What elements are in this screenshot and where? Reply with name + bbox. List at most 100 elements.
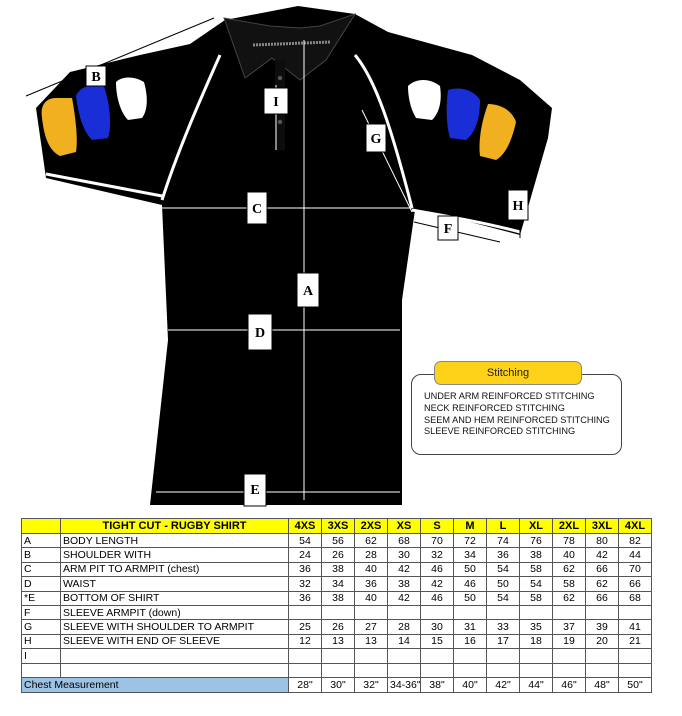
row-code: A	[21, 532, 61, 549]
row-label: WAIST	[60, 576, 289, 592]
size-value-cell: 36	[486, 547, 520, 563]
size-value-cell: 21	[618, 633, 652, 650]
size-value-cell: 41	[618, 619, 652, 635]
size-value-cell	[420, 648, 454, 664]
chest-value-cell: 28"	[288, 676, 322, 693]
size-value-cell	[387, 648, 421, 664]
size-header-l: L	[486, 518, 520, 534]
size-value-cell: 80	[585, 532, 619, 549]
size-value-cell	[453, 662, 487, 678]
size-value-cell: 56	[321, 532, 355, 549]
row-label: SLEEVE ARMPIT (down)	[60, 604, 289, 621]
stitching-item: SEEM AND HEM REINFORCED STITCHING	[424, 414, 610, 425]
table-row: I	[21, 648, 652, 664]
size-value-cell: 50	[453, 590, 487, 606]
size-value-cell: 70	[618, 561, 652, 578]
size-value-cell	[321, 604, 355, 621]
stitching-item: UNDER ARM REINFORCED STITCHING	[424, 391, 595, 401]
size-header-m: M	[453, 518, 487, 534]
svg-text:B: B	[91, 70, 100, 85]
svg-text:H: H	[513, 199, 524, 214]
size-value-cell	[585, 648, 619, 664]
size-value-cell: 33	[486, 619, 520, 635]
size-value-cell	[486, 662, 520, 678]
size-header-4xl: 4XL	[618, 518, 652, 534]
size-header-xl: XL	[519, 518, 553, 534]
size-header-4xs: 4XS	[288, 518, 322, 534]
row-label: BODY LENGTH	[60, 532, 289, 549]
row-label: SLEEVE WITH END OF SLEEVE	[60, 633, 289, 650]
size-value-cell: 28	[354, 547, 388, 563]
size-value-cell: 36	[288, 590, 322, 606]
measure-label-i: I	[263, 87, 289, 115]
size-value-cell: 36	[288, 561, 322, 578]
size-header-2xl: 2XL	[552, 518, 586, 534]
size-value-cell: 44	[618, 547, 652, 563]
size-value-cell: 54	[486, 561, 520, 578]
size-value-cell: 32	[420, 547, 454, 563]
row-label	[60, 648, 289, 664]
size-header-xs: XS	[387, 518, 421, 534]
size-value-cell	[486, 604, 520, 621]
size-value-cell: 27	[354, 619, 388, 635]
size-value-cell: 34	[321, 576, 355, 592]
size-value-cell: 54	[288, 532, 322, 549]
size-value-cell	[453, 604, 487, 621]
size-value-cell	[618, 648, 652, 664]
size-value-cell: 74	[486, 532, 520, 549]
size-header-2xs: 2XS	[354, 518, 388, 534]
size-value-cell: 76	[519, 532, 553, 549]
size-value-cell: 13	[321, 633, 355, 650]
row-label: BOTTOM OF SHIRT	[60, 590, 289, 606]
size-value-cell: 38	[321, 590, 355, 606]
stitching-item: SLEEVE REINFORCED STITCHING	[424, 426, 576, 437]
measure-label-c: C	[246, 191, 268, 225]
sleeve-stripes-right	[408, 80, 516, 160]
size-value-cell	[618, 604, 652, 621]
size-header-s: S	[420, 518, 454, 534]
size-value-cell: 12	[288, 633, 322, 650]
svg-text:C: C	[252, 202, 262, 217]
size-value-cell	[288, 662, 322, 678]
size-value-cell: 15	[420, 633, 454, 650]
size-value-cell: 38	[387, 576, 421, 592]
size-value-cell	[321, 662, 355, 678]
size-value-cell	[387, 662, 421, 678]
size-value-cell	[420, 604, 454, 621]
measure-label-a: A	[296, 272, 320, 308]
size-value-cell	[453, 648, 487, 664]
size-value-cell	[618, 662, 652, 678]
header-code-cell	[21, 518, 61, 534]
size-value-cell: 18	[519, 633, 553, 650]
size-value-cell	[585, 604, 619, 621]
row-code: H	[21, 633, 61, 650]
chest-value-cell: 50"	[618, 676, 652, 693]
size-value-cell: 24	[288, 547, 322, 563]
size-value-cell: 38	[321, 561, 355, 578]
measure-label-h: H	[507, 189, 529, 221]
size-value-cell: 42	[387, 590, 421, 606]
size-value-cell: 62	[552, 561, 586, 578]
size-value-cell: 25	[288, 619, 322, 635]
chest-value-cell: 40"	[453, 676, 487, 693]
svg-text:G: G	[371, 132, 382, 147]
table-row	[21, 662, 652, 678]
size-value-cell: 32	[288, 576, 322, 592]
row-label	[60, 662, 289, 678]
size-value-cell	[486, 648, 520, 664]
shirt-piping	[45, 54, 521, 234]
size-value-cell: 42	[387, 561, 421, 578]
size-value-cell: 66	[585, 561, 619, 578]
chest-value-cell: 42"	[486, 676, 520, 693]
size-value-cell: 42	[420, 576, 454, 592]
row-code	[21, 662, 61, 678]
row-code: B	[21, 547, 61, 563]
size-value-cell	[519, 648, 553, 664]
size-value-cell: 30	[420, 619, 454, 635]
stitching-item: NECK REINFORCED STITCHING	[424, 402, 565, 413]
svg-text:A: A	[303, 284, 314, 299]
